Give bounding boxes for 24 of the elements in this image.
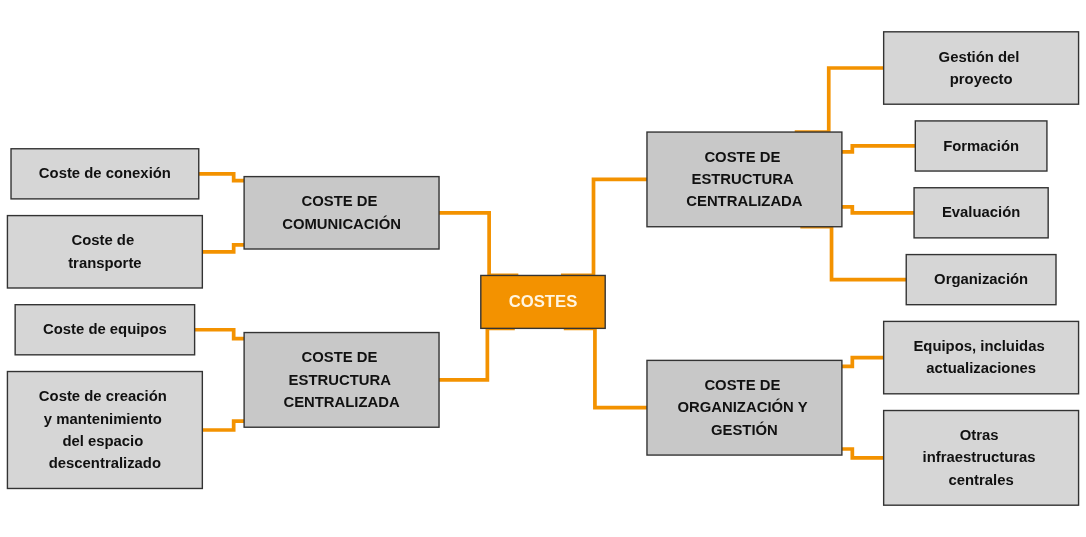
- node-box: Formación: [914, 120, 1048, 172]
- node-box: Gestión del proyecto: [882, 31, 1080, 105]
- connector: [202, 419, 245, 432]
- node-box: COSTES: [480, 274, 606, 330]
- connector: [841, 355, 884, 369]
- connector: [794, 66, 884, 134]
- node-box: COSTE DE ORGANIZACIÓN Y GESTIÓN: [646, 359, 843, 456]
- node-box: Evaluación: [913, 187, 1049, 239]
- node-box: COSTE DE ESTRUCTURA CENTRALIZADA: [243, 331, 440, 428]
- node-box: Coste de transporte: [6, 214, 204, 289]
- connector: [194, 327, 245, 341]
- connector: [198, 171, 245, 183]
- node-box: Coste de conexión: [10, 148, 200, 200]
- connector: [841, 205, 915, 215]
- connector: [202, 243, 245, 254]
- node-box: COSTE DE COMUNICACIÓN: [243, 175, 440, 250]
- node-box: Equipos, incluidas actualizaciones: [882, 320, 1080, 395]
- node-box: Coste de equipos: [14, 304, 196, 356]
- node-box: Organización: [905, 253, 1057, 306]
- node-box: Coste de creación y mantenimiento del espacio descentralizado: [6, 370, 204, 490]
- node-box: COSTE DE ESTRUCTURA CENTRALIZADA: [646, 131, 843, 228]
- connector: [841, 447, 884, 460]
- node-box: Otras infraestructuras centrales: [882, 409, 1080, 506]
- connector: [841, 144, 916, 154]
